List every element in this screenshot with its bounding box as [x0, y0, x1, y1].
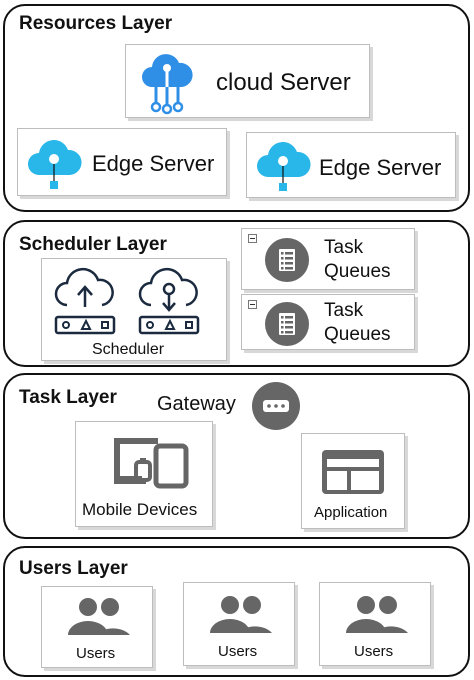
task-queue-label-line1: Task — [324, 237, 364, 258]
task-queue-label-line2: Queues — [324, 324, 391, 345]
application-label: Application — [314, 504, 388, 521]
task-queue-label-line1: Task — [324, 300, 364, 321]
download-server-icon — [138, 267, 200, 335]
cloud-server-label: cloud Server — [216, 69, 351, 96]
users-layer-title: Users Layer — [19, 558, 128, 579]
edge-server-icon — [257, 142, 311, 191]
list-icon — [265, 238, 309, 282]
users-card-3: Users — [319, 582, 431, 666]
task-layer-title: Task Layer — [19, 387, 117, 408]
collapse-toggle[interactable] — [248, 300, 257, 309]
mobile-devices-icon — [114, 438, 189, 489]
scheduler-label: Scheduler — [92, 341, 165, 358]
upload-server-icon — [54, 267, 116, 335]
users-label-1: Users — [76, 645, 116, 662]
users-icon — [210, 596, 272, 633]
cloud-server-icon — [142, 54, 193, 115]
users-card-1: Users — [41, 586, 153, 668]
users-card-2: Users — [183, 582, 295, 666]
edge-server-icon — [28, 140, 82, 189]
scheduler-card: Scheduler — [41, 258, 227, 361]
application-window-icon — [322, 450, 384, 494]
gateway-icon — [252, 382, 300, 430]
scheduler-layer: Scheduler Layer Scheduler — [3, 220, 470, 367]
users-icon — [68, 598, 130, 635]
users-label-3: Users — [354, 643, 394, 660]
resources-layer: Resources Layer cloud Server Edge — [3, 4, 470, 212]
gateway-label: Gateway — [157, 393, 236, 415]
task-layer: Task Layer Gateway Mobile Devices Applic… — [3, 373, 470, 539]
edge-server-label-2: Edge Server — [319, 155, 442, 180]
mobile-devices-card: Mobile Devices — [75, 421, 213, 527]
edge-server-label-1: Edge Server — [92, 151, 215, 176]
mobile-devices-label: Mobile Devices — [82, 500, 198, 519]
collapse-toggle[interactable] — [248, 234, 257, 243]
users-label-2: Users — [218, 643, 258, 660]
application-card: Application — [301, 433, 405, 529]
users-icon — [346, 596, 408, 633]
scheduler-layer-title: Scheduler Layer — [19, 234, 167, 255]
edge-server-card-1: Edge Server — [17, 128, 227, 196]
cloud-server-card: cloud Server — [125, 44, 370, 118]
task-queue-card-2: Task Queues — [241, 294, 415, 350]
edge-server-card-2: Edge Server — [246, 132, 456, 198]
users-layer: Users Layer Users Users Users — [3, 546, 470, 677]
list-icon — [265, 302, 309, 346]
task-queue-card-1: Task Queues — [241, 228, 415, 290]
task-queue-label-line2: Queues — [324, 261, 391, 282]
resources-layer-title: Resources Layer — [19, 13, 173, 34]
